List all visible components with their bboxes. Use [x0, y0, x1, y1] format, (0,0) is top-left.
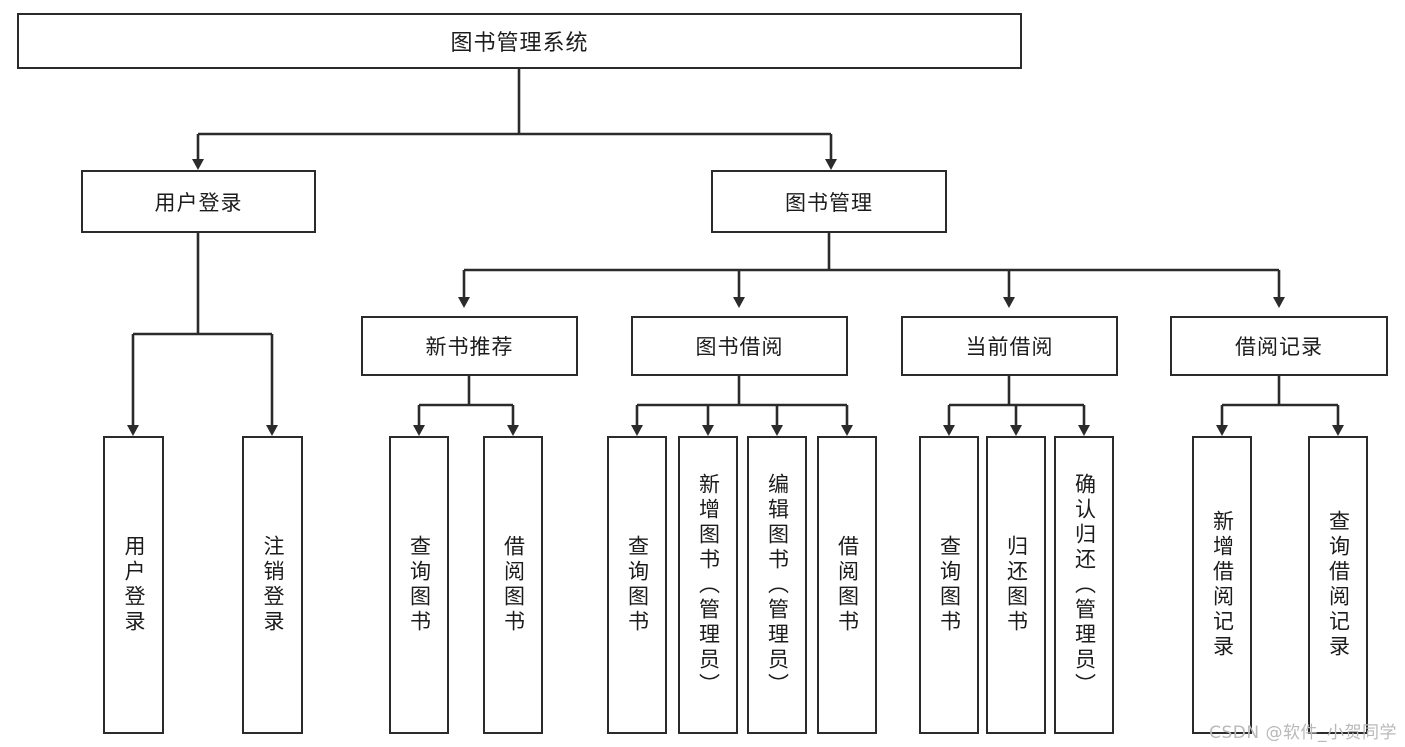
- leaf-return-book[interactable]: 归还图书: [986, 436, 1046, 734]
- leaf-borrow-book[interactable]: 借阅图书: [817, 436, 877, 734]
- node-label: 确认归还（管理员）: [1072, 472, 1097, 698]
- node-label: 图书管理: [785, 190, 873, 215]
- node-label: 图书借阅: [695, 335, 784, 359]
- node-new-book-recommendation[interactable]: 新书推荐: [361, 316, 578, 376]
- node-current-borrowing[interactable]: 当前借阅: [901, 316, 1118, 376]
- leaf-borrow-book-new[interactable]: 借阅图书: [483, 436, 543, 734]
- node-book-management[interactable]: 图书管理: [711, 170, 947, 233]
- leaf-query-borrow-record[interactable]: 查询借阅记录: [1308, 436, 1368, 734]
- leaf-edit-book-admin[interactable]: 编辑图书（管理员）: [747, 436, 807, 734]
- node-book-borrowing[interactable]: 图书借阅: [631, 316, 848, 376]
- leaf-query-book-new[interactable]: 查询图书: [389, 436, 449, 734]
- node-label: 图书管理系统: [450, 31, 589, 56]
- node-label: 查询图书: [407, 535, 432, 635]
- leaf-user-login[interactable]: 用户登录: [103, 436, 164, 734]
- leaf-query-book-borrow[interactable]: 查询图书: [607, 436, 667, 734]
- node-label: 归还图书: [1004, 535, 1029, 635]
- node-label: 查询图书: [937, 535, 962, 635]
- node-label: 借阅记录: [1235, 335, 1323, 359]
- node-label: 用户登录: [154, 190, 243, 215]
- node-user-login[interactable]: 用户登录: [81, 170, 316, 233]
- node-label: 新书推荐: [425, 335, 514, 359]
- node-label: 当前借阅: [965, 335, 1054, 359]
- node-label: 借阅图书: [835, 535, 860, 635]
- node-root-book-management-system[interactable]: 图书管理系统: [17, 13, 1022, 69]
- node-label: 新增图书（管理员）: [696, 472, 721, 698]
- node-label: 新增借阅记录: [1210, 510, 1235, 660]
- node-label: 查询借阅记录: [1326, 510, 1351, 660]
- node-label: 借阅图书: [501, 535, 526, 635]
- leaf-add-book-admin[interactable]: 新增图书（管理员）: [678, 436, 738, 734]
- node-label: 查询图书: [625, 535, 650, 635]
- node-borrowing-record[interactable]: 借阅记录: [1170, 316, 1388, 376]
- leaf-query-book-current[interactable]: 查询图书: [919, 436, 979, 734]
- leaf-logout[interactable]: 注销登录: [242, 436, 303, 734]
- node-label: 编辑图书（管理员）: [765, 472, 790, 698]
- leaf-confirm-return-admin[interactable]: 确认归还（管理员）: [1054, 436, 1114, 734]
- node-label: 注销登录: [261, 535, 285, 635]
- leaf-add-borrow-record[interactable]: 新增借阅记录: [1192, 436, 1252, 734]
- node-label: 用户登录: [122, 535, 146, 635]
